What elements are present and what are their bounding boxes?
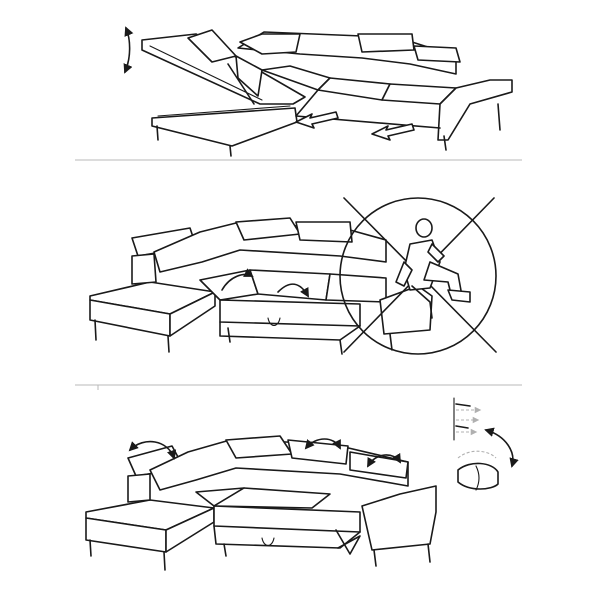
armrest-right-2 <box>379 285 433 335</box>
lift-mechanism <box>335 529 361 555</box>
panel-bed-mechanism <box>89 197 497 355</box>
headrest-3a <box>225 435 293 459</box>
chaise-lounge-2 <box>89 227 216 353</box>
seat-cushion-3 <box>213 487 331 509</box>
headrest-position-detail <box>453 397 482 441</box>
armrest-right-3 <box>361 485 437 551</box>
rotate-arrow-icon <box>484 427 519 468</box>
headrest-adjust-arrow-icon <box>304 438 341 450</box>
sofa-main-1 <box>237 31 513 151</box>
storage-lid <box>141 33 306 105</box>
bed-surface <box>213 505 361 533</box>
headrest-adjust-arrow-icon <box>367 452 401 468</box>
slide-out-arrow-icon <box>371 123 415 141</box>
seat-fold-3 <box>325 273 387 303</box>
prohibited-sitting-icon <box>339 197 497 355</box>
headrest-2 <box>357 33 415 53</box>
up-down-arrow-icon <box>123 26 134 74</box>
fold-arrow-icon <box>277 283 309 298</box>
seated-person-figure <box>395 218 471 319</box>
slide-out-arrow-icon <box>295 111 339 129</box>
seat-cushion-1 <box>317 77 391 101</box>
fold-arrow-icon <box>221 268 254 291</box>
headrest-adjust-arrow-icon <box>128 440 177 460</box>
bed-drawer <box>219 299 361 327</box>
sofa-armrest-right <box>437 79 513 141</box>
headrest-3 <box>413 45 461 63</box>
headrest-2b <box>295 221 353 243</box>
storage-chaise <box>141 29 306 157</box>
headrest-1 <box>239 33 301 55</box>
panel-storage <box>123 26 513 157</box>
headrest-cushion-detail <box>457 450 499 491</box>
panel-headrests <box>85 397 519 571</box>
